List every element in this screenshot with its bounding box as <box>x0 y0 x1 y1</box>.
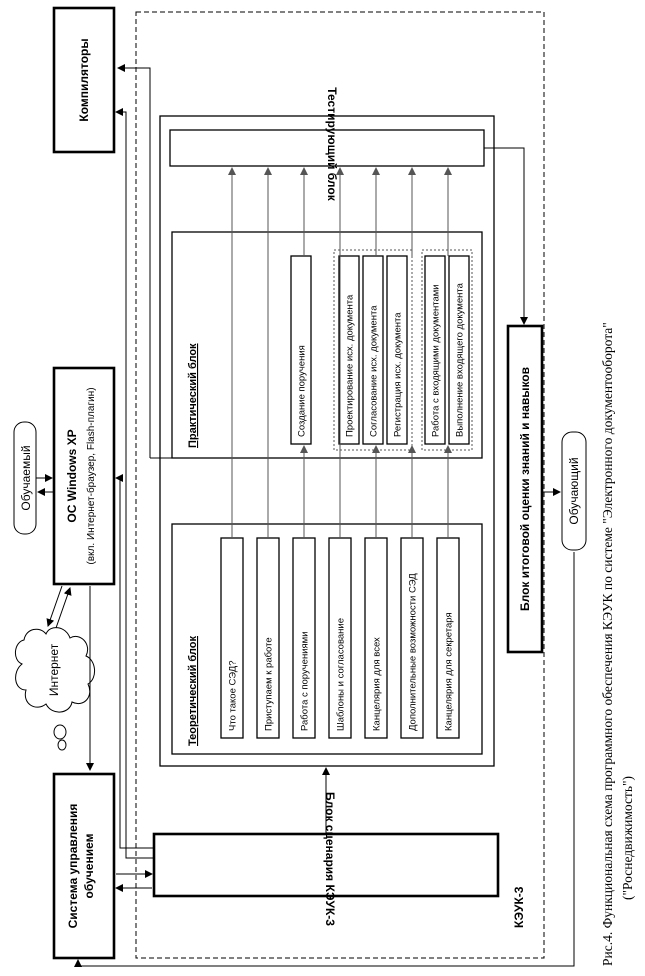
theory-item-2-label: Приступаем к работе <box>264 637 275 731</box>
practice-item-3-box <box>362 255 384 445</box>
practice-item-2-box <box>338 255 360 445</box>
practice-item-1-box <box>290 255 312 445</box>
compilers-label: Компиляторы <box>77 38 91 121</box>
scenario-block <box>152 832 500 898</box>
assessment-label: Блок итоговой оценки знаний и навыков <box>518 367 532 611</box>
kzuk-boundary <box>135 11 545 959</box>
learner-label: Обучаемый <box>19 445 33 510</box>
internet-cloud-icon <box>15 627 95 751</box>
practice-item-5-label: Работа с входящими документами <box>431 284 442 437</box>
practice-item-2-label: Проектирование исх. документа <box>345 294 356 437</box>
testing-label: Тестирующий блок <box>325 87 339 201</box>
theory-item-7-label: Канцелярия для секретаря <box>444 612 455 731</box>
item-to-test-arrows <box>228 167 452 538</box>
internet-label: Интернет <box>47 643 61 696</box>
os-subtitle: (вкл. Интернет-браузер, Flash-плагин) <box>85 387 97 564</box>
theory-block <box>171 523 483 755</box>
practice-item-5-box <box>424 255 446 445</box>
connector-lines <box>36 64 575 967</box>
instructor-box <box>561 431 587 551</box>
practice-item-3-label: Согласование исх. документа <box>369 305 380 437</box>
practice-item-4-box <box>386 255 408 445</box>
caption-line1: Рис.4. Функциональная схема программного… <box>600 322 615 966</box>
caption-line2: ("Роснедвижимость") <box>620 776 635 900</box>
theory-title: Теоретический блок <box>187 636 199 746</box>
theory-item-6-label: Дополнительные возможности СЭД <box>408 573 419 731</box>
theory-item-3-label: Работа с поручениями <box>300 632 311 732</box>
practice-group-incoming <box>421 249 473 451</box>
compilers-box <box>52 6 116 154</box>
lms-box <box>52 772 116 960</box>
lms-line2: обучением <box>82 833 96 898</box>
practice-item-4-label: Регистрация исх. документа <box>393 312 404 437</box>
os-title: ОС Windows XP <box>65 429 79 522</box>
practice-title: Практический блок <box>187 343 199 448</box>
theory-item-5-label: Канцелярия для всех <box>372 637 383 731</box>
main-container <box>159 115 495 767</box>
instructor-label: Обучающий <box>567 457 581 524</box>
practice-item-6-box <box>448 255 470 445</box>
practice-item-6-label: Выполнение входящего документа <box>455 282 466 437</box>
os-box <box>52 366 116 586</box>
kzuk-label: КЭУК-3 <box>512 886 526 928</box>
theory-item-4-label: Шаблоны и согласование <box>336 618 347 731</box>
lms-line1: Система управления <box>66 804 80 929</box>
practice-item-1-label: Создание поручения <box>297 345 308 437</box>
scenario-label: Блок сценария КЭУК-3 <box>323 792 337 926</box>
assessment-block <box>506 324 544 654</box>
theory-item-1-label: Что такое СЭД? <box>228 661 239 731</box>
